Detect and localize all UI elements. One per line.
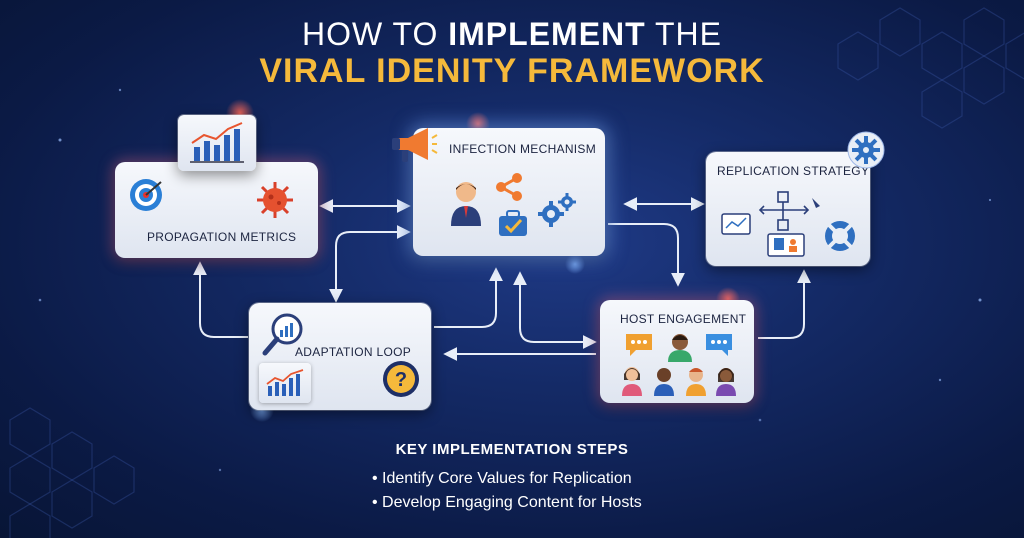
arrow-infection-to-engagement [513, 271, 597, 349]
title-line-2: VIRAL IDENITY FRAMEWORK [259, 52, 765, 90]
bar-chart-icon [266, 369, 304, 396]
arrow-infection-to-engagement-right [608, 223, 685, 287]
megaphone-icon [392, 128, 438, 162]
flowchart-icon [721, 191, 820, 257]
node-label: PROPAGATION METRICS [147, 230, 297, 244]
magnifier-chart-icon [262, 313, 303, 356]
node-infection-mechanism: INFECTION MECHANISM [413, 128, 605, 256]
arrow-engagement-to-replication [758, 269, 811, 339]
share-icon [496, 173, 522, 201]
node-replication-strategy: REPLICATION STRATEGY [706, 152, 870, 266]
star-dots-decoration [38, 88, 992, 472]
person-icon [451, 182, 481, 226]
connector-arrows [193, 197, 811, 361]
target-icon [130, 179, 162, 211]
arrow-adaptation-to-propagation [193, 261, 248, 338]
node-label: REPLICATION STRATEGY [717, 164, 870, 178]
node-propagation-metrics: PROPAGATION METRICS [115, 162, 318, 258]
bar-chart-card [178, 115, 256, 171]
mini-gear-icon [847, 131, 885, 169]
title-prefix: HOW TO [301, 16, 449, 52]
node-label: HOST ENGAGEMENT [620, 312, 747, 326]
title-suffix: THE [645, 16, 722, 52]
hex-pattern-decoration [9, 7, 1024, 538]
glow-dot [565, 254, 585, 274]
node-host-engagement: HOST ENGAGEMENT [600, 300, 754, 403]
question-icon: ? [383, 361, 419, 397]
gear-icon [538, 193, 576, 227]
briefcase-icon [499, 210, 527, 236]
steps-title: KEY IMPLEMENTATION STEPS [395, 441, 629, 458]
step-item: • Identify Core Values for Replication [372, 470, 632, 487]
title-bold: IMPLEMENT [448, 16, 646, 52]
mini-chart-card [259, 363, 311, 403]
node-label: ADAPTATION LOOP [295, 345, 412, 359]
step-item: • Develop Engaging Content for Hosts [372, 494, 642, 511]
chat-bubble-icon [706, 334, 732, 356]
title-line-1: HOW TO IMPLEMENT THE [0, 16, 1024, 53]
people-icon [622, 334, 736, 396]
chat-bubble-icon [626, 334, 652, 356]
node-adaptation-loop: ADAPTATION LOOP ? [249, 303, 431, 410]
lifebuoy-icon [825, 221, 855, 251]
node-label: INFECTION MECHANISM [449, 142, 597, 156]
arrow-adaptation-to-infection [434, 267, 503, 328]
bar-chart-icon [190, 122, 244, 163]
virus-icon [257, 182, 293, 218]
svg-text:?: ? [395, 369, 407, 391]
arrow-adaptation-up-to-infection [329, 225, 411, 303]
